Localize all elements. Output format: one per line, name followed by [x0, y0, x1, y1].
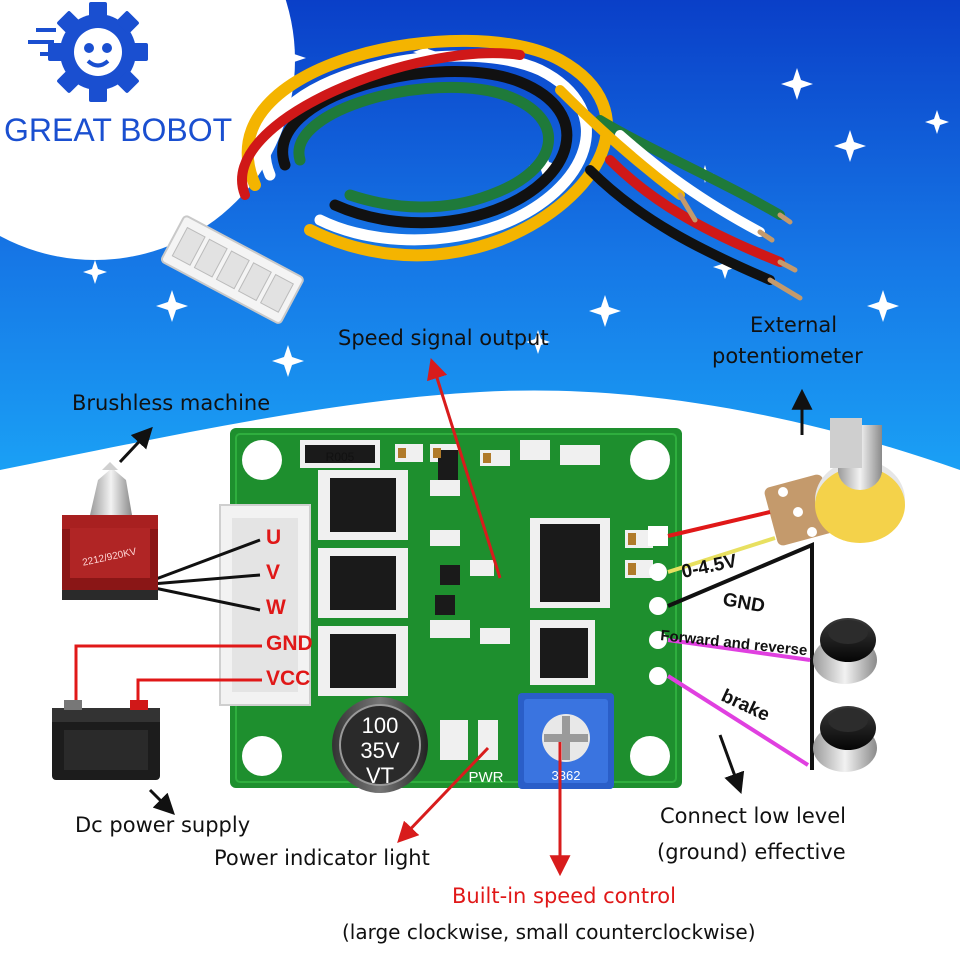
star-icon — [272, 345, 304, 377]
arrow-speed-signal-output — [427, 357, 502, 579]
push-button-forward-reverse — [813, 618, 877, 684]
wire-harness — [237, 34, 803, 301]
star-icon — [713, 255, 737, 279]
star-icon — [156, 290, 188, 322]
mosfet-chip — [318, 548, 408, 618]
pot-gnd-label: GND — [721, 589, 766, 617]
brand-logo-icon — [28, 2, 148, 102]
external-potentiometer-label-line1: External — [750, 313, 838, 337]
mount-hole — [242, 736, 282, 776]
star-icon — [781, 68, 813, 100]
arrow-brushless-machine — [118, 426, 153, 464]
star-icon — [83, 260, 107, 284]
mount-hole — [630, 736, 670, 776]
brushless-motor-icon: 2212/920KV — [62, 462, 158, 600]
controller-ic — [530, 518, 610, 608]
resistor-code: R005 — [326, 450, 355, 464]
connector-plug — [160, 215, 304, 324]
star-icon — [39, 215, 71, 247]
star-icon — [274, 42, 306, 74]
mosfet-chip — [318, 470, 408, 540]
pcb-board: R005 100 35V VT — [219, 428, 682, 793]
power-indicator-light-label: Power indicator light — [214, 846, 430, 870]
mount-hole — [242, 440, 282, 480]
pin-v-label: V — [266, 561, 281, 584]
motor-wires — [139, 538, 261, 612]
arrow-dc-power-supply — [148, 788, 175, 815]
trimmer-potentiometer: 3362 — [518, 693, 614, 789]
external-potentiometer-label-line2: potentiometer — [712, 344, 863, 368]
pin-u-label: U — [266, 526, 282, 549]
star-icon — [526, 330, 550, 354]
mount-hole — [630, 440, 670, 480]
pad-column — [648, 526, 668, 685]
connect-low-level-label-line1: Connect low level — [660, 804, 846, 828]
star-icon — [413, 40, 437, 64]
pin-vcc-label: VCC — [266, 667, 311, 690]
pin-gnd-label: GND — [266, 632, 313, 655]
arrow-power-indicator — [397, 746, 490, 844]
mosfet-chip — [318, 626, 408, 696]
pin-w-label: W — [266, 596, 286, 619]
external-potentiometer-icon — [764, 418, 905, 546]
builtin-speed-control-label: Built-in speed control — [452, 884, 676, 908]
star-icon — [589, 295, 621, 327]
star-icon — [529, 150, 561, 182]
electrolytic-capacitor: 100 35V VT — [332, 697, 428, 793]
arrow-connect-low-level — [718, 734, 745, 794]
capacitor-voltage: 35V — [360, 738, 399, 763]
speed-control-note: (large clockwise, small counterclockwise… — [342, 920, 756, 944]
pwr-silkscreen: PWR — [469, 769, 504, 786]
capacitor-brand: VT — [366, 763, 394, 788]
brushless-machine-label: Brushless machine — [72, 391, 271, 415]
star-icon — [867, 290, 899, 322]
capacitor-value: 100 — [362, 713, 399, 738]
star-icon — [925, 110, 949, 134]
push-button-brake — [813, 706, 877, 772]
potentiometer-wires — [666, 510, 814, 770]
star-icon — [834, 130, 866, 162]
dc-power-supply-label: Dc power supply — [75, 813, 251, 837]
voltage-regulator — [530, 620, 595, 685]
brand-name: GREAT BOBOT — [4, 112, 233, 148]
speed-signal-output-label: Speed signal output — [338, 326, 549, 350]
connect-low-level-label-line2: (ground) effective — [657, 840, 846, 864]
brake-label: brake — [718, 685, 773, 725]
trimmer-code: 3362 — [552, 768, 581, 783]
battery-icon — [52, 700, 160, 780]
